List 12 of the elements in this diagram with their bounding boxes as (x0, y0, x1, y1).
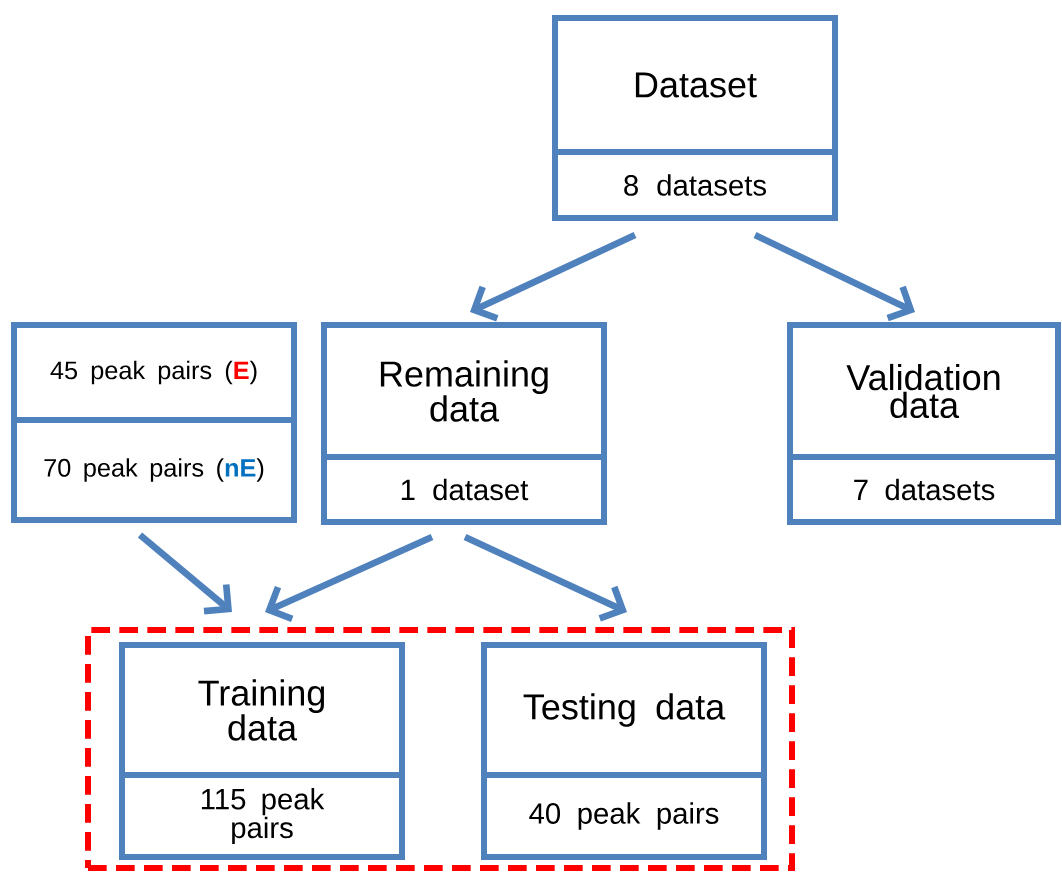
split-box: Validation data 7 datasets (787, 321, 1061, 526)
arrow (265, 534, 434, 622)
arrow (463, 534, 627, 622)
split-box: Training data 115 peak pairs (119, 642, 405, 860)
arrow (753, 232, 916, 322)
split-box: 45 peak pairs (E) 70 peak pairs (nE) (11, 322, 297, 523)
arrow (470, 231, 637, 322)
split-box: Dataset 8 datasets (552, 15, 838, 221)
dashed-group-frame (85, 627, 795, 871)
split-box: Testing data 40 peak pairs (481, 642, 767, 860)
split-box: Remaining data 1 dataset (321, 321, 607, 526)
arrow (137, 532, 232, 615)
